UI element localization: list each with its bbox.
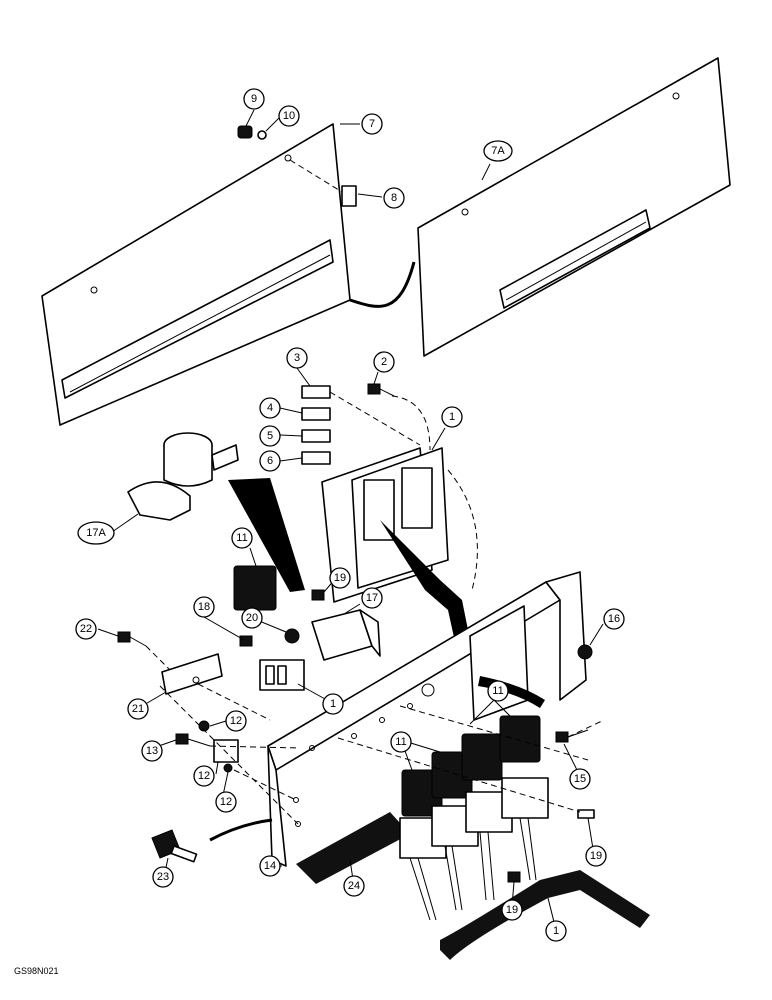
svg-text:1: 1 xyxy=(449,411,455,423)
screw-15 xyxy=(555,729,589,743)
cover-panel-7 xyxy=(41,123,351,426)
screw-18 xyxy=(239,635,253,647)
assembly-dashed-lines xyxy=(159,683,605,825)
fuses-3-6 xyxy=(301,385,331,465)
callout-15: 15 xyxy=(569,768,591,790)
screw-19-lower xyxy=(507,871,521,883)
screw-19-upper xyxy=(311,589,325,601)
svg-text:18: 18 xyxy=(198,601,210,613)
svg-text:4: 4 xyxy=(267,402,273,414)
svg-text:11: 11 xyxy=(492,685,503,697)
fuse-holder-1 xyxy=(321,447,470,642)
callout-19-right: 19 xyxy=(585,845,607,867)
callout-5: 5 xyxy=(259,425,281,447)
callout-3: 3 xyxy=(286,347,308,369)
svg-text:10: 10 xyxy=(283,110,295,122)
cover-panel-7a xyxy=(417,57,731,357)
svg-text:16: 16 xyxy=(608,613,620,625)
svg-text:5: 5 xyxy=(267,430,273,442)
svg-text:13: 13 xyxy=(146,745,158,757)
callout-17: 17 xyxy=(361,587,383,609)
callout-19-bottom: 19 xyxy=(501,899,523,921)
callout-7a: 7A xyxy=(483,140,513,162)
callout-24: 24 xyxy=(343,875,365,897)
svg-text:1: 1 xyxy=(330,698,336,710)
svg-text:1: 1 xyxy=(553,925,559,937)
callout-12-top: 12 xyxy=(225,710,247,732)
callout-12-bottom: 12 xyxy=(215,791,237,813)
svg-text:3: 3 xyxy=(294,352,300,364)
callout-11-standalone: 11 xyxy=(231,527,253,549)
washer-10 xyxy=(257,130,267,140)
screw-19-lower-right xyxy=(577,809,595,819)
callout-16: 16 xyxy=(603,608,625,630)
callout-12-mid: 12 xyxy=(193,765,215,787)
callout-11-bank-left: 11 xyxy=(390,731,412,753)
callout-6: 6 xyxy=(259,450,281,472)
relay-socket-17a xyxy=(127,432,239,521)
svg-text:17A: 17A xyxy=(86,527,106,539)
svg-text:21: 21 xyxy=(132,703,144,715)
screw-2 xyxy=(367,383,395,397)
callout-4: 4 xyxy=(259,397,281,419)
callout-19-upper: 19 xyxy=(329,567,351,589)
callout-1-harness: 1 xyxy=(545,920,567,942)
svg-text:11: 11 xyxy=(395,736,406,748)
callout-7: 7 xyxy=(361,113,383,135)
screw-9 xyxy=(237,125,253,139)
svg-text:15: 15 xyxy=(574,773,586,785)
svg-text:6: 6 xyxy=(267,455,273,467)
svg-text:17: 17 xyxy=(366,592,378,604)
nut-16 xyxy=(577,644,593,660)
callout-18: 18 xyxy=(193,596,215,618)
callout-1-fuse-holder: 1 xyxy=(441,406,463,428)
nut-20 xyxy=(284,628,300,644)
callout-21: 21 xyxy=(127,698,149,720)
svg-text:12: 12 xyxy=(198,770,210,782)
svg-text:20: 20 xyxy=(246,612,258,624)
svg-text:8: 8 xyxy=(391,192,397,204)
callout-2: 2 xyxy=(373,351,395,373)
relay-11-standalone xyxy=(233,565,277,611)
callout-14: 14 xyxy=(259,855,281,877)
svg-text:24: 24 xyxy=(348,880,360,892)
screw-22 xyxy=(117,631,147,647)
relay-17 xyxy=(311,609,381,661)
callout-13: 13 xyxy=(141,740,163,762)
callout-8: 8 xyxy=(383,187,405,209)
svg-text:19: 19 xyxy=(334,572,346,584)
wire-harness-1 xyxy=(409,817,650,960)
callout-10: 10 xyxy=(278,105,300,127)
callout-20: 20 xyxy=(241,607,263,629)
svg-text:12: 12 xyxy=(230,715,242,727)
mounting-plate-14 xyxy=(267,571,587,867)
callout-1-plate: 1 xyxy=(322,693,344,715)
svg-text:23: 23 xyxy=(157,871,169,883)
svg-text:12: 12 xyxy=(220,796,232,808)
svg-text:9: 9 xyxy=(251,93,257,105)
callout-17a: 17A xyxy=(77,521,115,545)
svg-text:22: 22 xyxy=(80,623,92,635)
relay-bank-11 xyxy=(399,715,549,859)
svg-text:2: 2 xyxy=(381,356,387,368)
callout-22: 22 xyxy=(75,618,97,640)
svg-text:14: 14 xyxy=(264,860,276,872)
screw-13 xyxy=(175,733,211,747)
clip-8 xyxy=(341,185,357,207)
svg-text:19: 19 xyxy=(590,850,602,862)
callout-23: 23 xyxy=(152,866,174,888)
bolt-23 xyxy=(151,829,198,863)
svg-text:11: 11 xyxy=(236,532,247,544)
connector-block xyxy=(259,659,305,691)
svg-text:19: 19 xyxy=(506,904,518,916)
bracket-21 xyxy=(161,653,223,695)
callout-9: 9 xyxy=(243,88,265,110)
svg-text:7: 7 xyxy=(369,118,375,130)
svg-text:7A: 7A xyxy=(491,145,505,157)
figure-code: GS98N021 xyxy=(14,966,59,976)
conduit-24 xyxy=(296,812,410,884)
callout-11-bank-right: 11 xyxy=(487,680,509,702)
